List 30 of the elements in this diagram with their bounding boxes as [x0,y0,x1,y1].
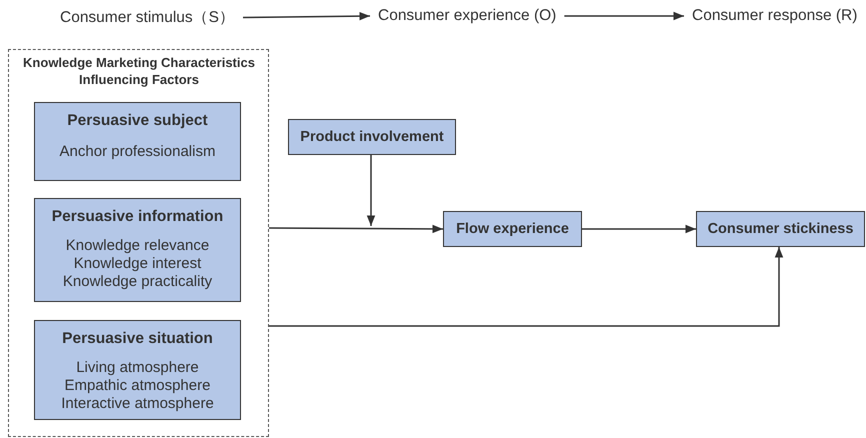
process-box [288,119,456,155]
factor-item: Empathic atmosphere [64,377,212,395]
factor-item: Interactive atmosphere [60,395,215,413]
box-heading: Persuasive situation [61,329,214,349]
factor-item: Anchor professionalism [58,143,216,161]
factor-item: Living atmosphere [75,359,200,377]
arrow [366,155,376,226]
factor-item: Knowledge relevance [64,237,210,255]
box-label: Consumer stickiness [708,220,854,239]
factor-box [34,320,241,420]
arrow [269,224,443,234]
arrow [242,12,370,20]
stage-label: Consumer experience (O) [378,7,556,25]
arrow [582,224,696,234]
group-title: Knowledge Marketing Characteristics Influencing Factors [22,54,256,88]
factor-item: Knowledge interest [72,255,202,273]
process-box [443,211,582,247]
stage-label: Consumer response (R) [692,7,858,25]
arrow [269,247,784,327]
dashed-group-frame [8,49,269,437]
box-label: Product involvement [300,128,444,147]
box-label: Flow experience [456,220,569,239]
box-heading: Persuasive information [50,207,224,227]
arrow [564,12,684,20]
process-box [696,211,865,247]
box-heading: Persuasive subject [66,111,209,131]
factor-box [34,102,241,181]
factor-item: Knowledge practicality [62,273,214,291]
stage-label: Consumer stimulus（S） [60,7,235,28]
factor-box [34,198,241,302]
